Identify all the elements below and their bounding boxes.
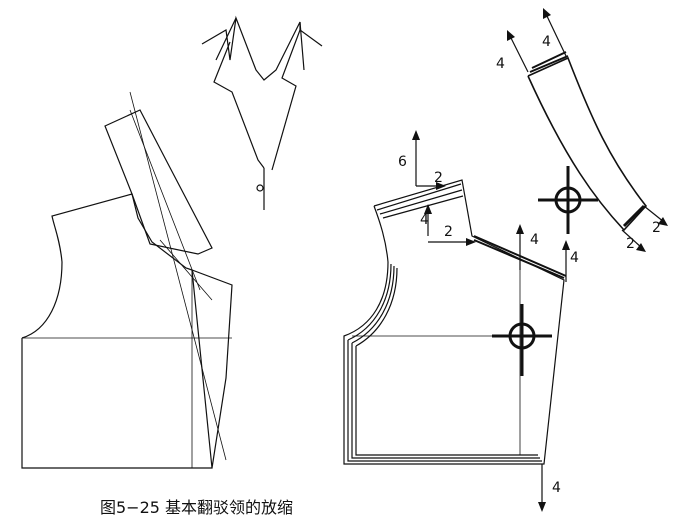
right-bodice-pattern <box>343 136 567 506</box>
label-sleeve-left-4: 4 <box>496 56 505 72</box>
grade-labels: 6 2 4 2 4 4 4 4 4 2 2 <box>398 34 661 496</box>
left-roll-line <box>129 91 227 461</box>
crosshair-lines-upper <box>538 166 598 234</box>
collar-strip-top-grade <box>529 51 569 73</box>
sketch-right-lapel <box>271 21 305 171</box>
figure-caption: 图5−25 基本翻驳领的放缩 <box>100 498 294 517</box>
crosshair-lines-lower <box>492 304 552 376</box>
right-bodice-line-4 <box>355 195 538 456</box>
collar-strip-arrow-down-a <box>621 229 643 249</box>
label-shoulder-2: 2 <box>444 224 453 240</box>
collar-strip-arrow-up-a <box>509 35 529 73</box>
lapel-sketch <box>201 15 323 210</box>
right-bodice-line-1 <box>343 179 565 465</box>
left-bodice-pattern <box>21 91 233 469</box>
collar-strip-bottom-grade <box>622 204 646 228</box>
left-lapel <box>104 109 213 255</box>
collar-strip-outline <box>527 56 648 232</box>
label-hem-4: 4 <box>552 480 561 496</box>
left-lapel-inner <box>129 109 213 301</box>
sketch-left-lapel <box>213 17 265 169</box>
label-right-side-4a: 4 <box>530 232 539 248</box>
sketch-collar <box>201 15 323 81</box>
label-sleeve-bottom-2a: 2 <box>626 236 635 252</box>
collar-strip-pattern <box>509 13 665 249</box>
label-right-side-4b: 4 <box>570 250 579 266</box>
label-neck-6: 6 <box>398 154 407 170</box>
label-neck-2: 2 <box>434 170 443 186</box>
label-shoulder-4: 4 <box>420 212 429 228</box>
collar-strip-arrow-up-b <box>545 13 567 57</box>
label-sleeve-bottom-2b: 2 <box>652 220 661 236</box>
label-sleeve-top-4: 4 <box>542 34 551 50</box>
collar-strip-arrow-down-b <box>643 205 665 223</box>
sketch-button <box>256 184 264 192</box>
left-bodice-outline <box>21 193 233 469</box>
arrowheads <box>412 8 668 512</box>
right-bodice-line-3 <box>351 189 540 459</box>
